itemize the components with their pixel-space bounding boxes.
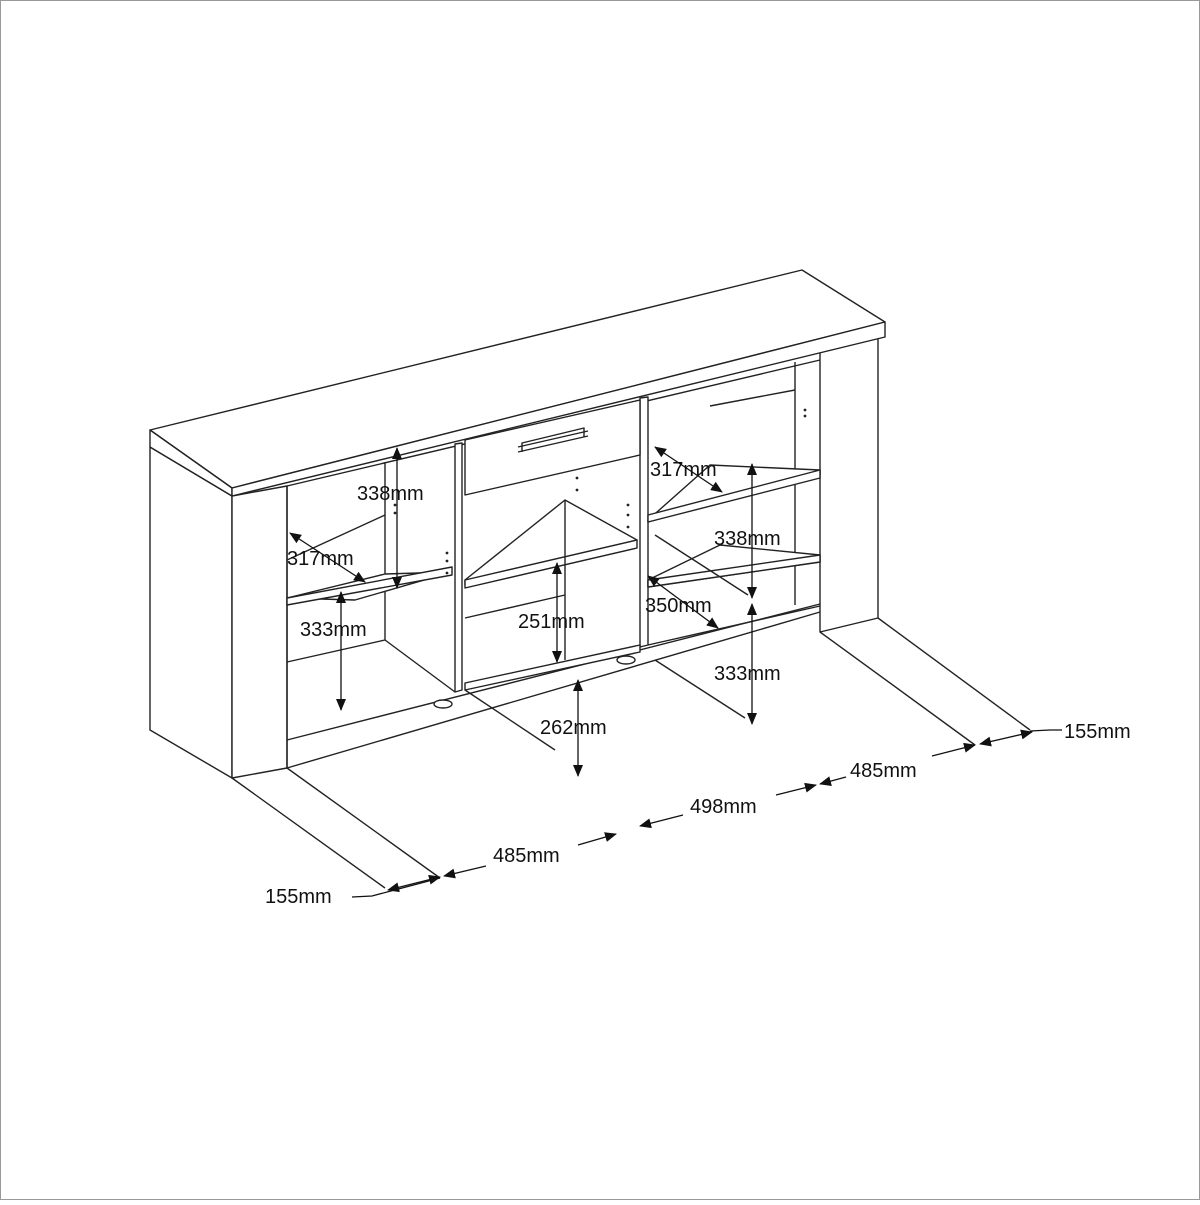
right-base-line [647, 605, 821, 646]
center-drawer-front [464, 399, 641, 496]
floor-extension-lines [231, 534, 1031, 889]
label-front-center-section: 498mm [690, 796, 757, 818]
left-end-front [231, 485, 288, 779]
label-right-top-height: 338mm [714, 528, 781, 550]
base-front-edge [286, 611, 821, 769]
left-end-side [149, 446, 233, 779]
label-center-shelf-height: 251mm [518, 611, 585, 633]
label-right-bottom-height: 333mm [714, 663, 781, 685]
foot-left [433, 699, 453, 709]
center-lower-back [464, 594, 566, 619]
right-top-back-line [709, 389, 796, 407]
label-right-shelf-depth-bottom: 350mm [645, 595, 712, 617]
center-shelf-top [464, 499, 638, 586]
label-front-right-end: 155mm [1064, 721, 1131, 743]
label-front-left-end: 155mm [265, 886, 332, 908]
sideboard-outline [149, 269, 886, 779]
right-upper-shelf-front [647, 469, 821, 523]
leader-155-right [1029, 729, 1062, 732]
dimension-labels: 338mm 317mm 333mm 251mm 262mm 317mm 338m… [265, 459, 1131, 908]
center-floor [464, 644, 641, 691]
label-front-left-section: 485mm [493, 845, 560, 867]
label-center-bottom-height: 262mm [540, 717, 607, 739]
label-right-shelf-depth-top: 317mm [650, 459, 717, 481]
dimension-arrows [289, 446, 1062, 898]
label-left-bottom-height: 333mm [300, 619, 367, 641]
divider-1 [454, 442, 463, 693]
left-shelf-front [286, 566, 453, 606]
drawer-handle-grip [517, 430, 589, 453]
label-left-shelf-depth: 317mm [287, 548, 354, 570]
label-front-right-section: 485mm [850, 760, 917, 782]
foot-right [616, 655, 636, 665]
left-back-bottom [286, 639, 386, 663]
left-floor-edge [384, 639, 456, 693]
right-end-front [819, 336, 879, 633]
center-shelf-front [464, 539, 638, 589]
label-left-top-height: 338mm [357, 483, 424, 505]
